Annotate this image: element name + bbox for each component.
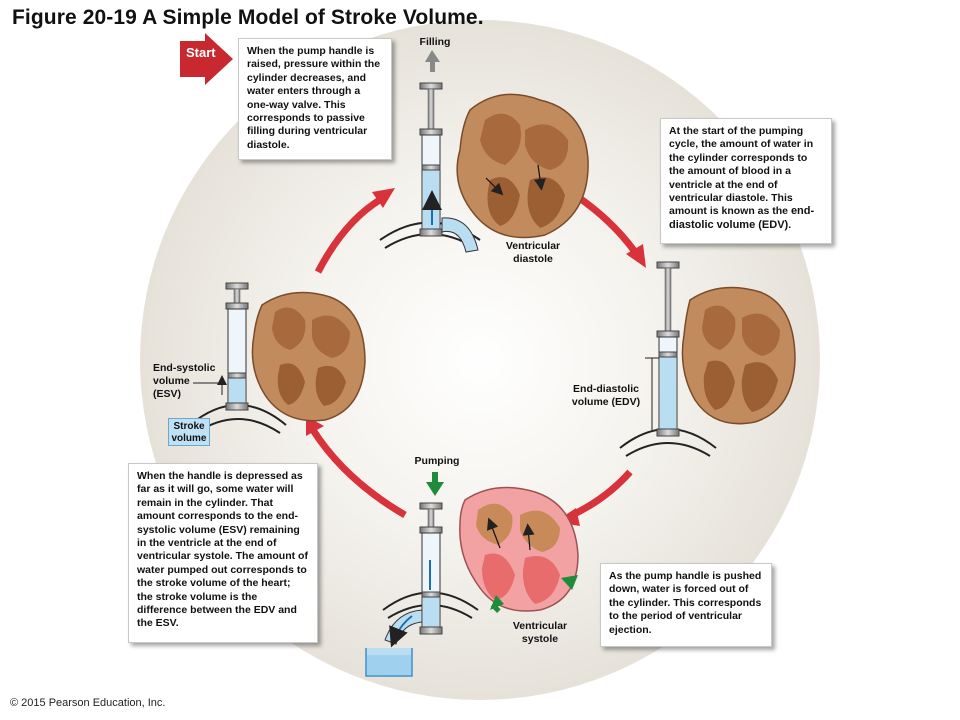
label-filling: Filling [419,36,451,48]
pump-left [189,282,287,434]
heart-systole [459,486,579,612]
start-label: Start [186,45,216,60]
squeeze-arrows [490,575,578,613]
label-ventricular-systole: Ventricular systole [500,620,580,646]
label-edv-line1: End-diastolic [573,383,639,395]
copyright: © 2015 Pearson Education, Inc. [10,697,166,709]
heart-left [251,291,366,422]
callout-esv-term: end-systolic volume (ESV) [137,510,299,536]
label-stroke-line2: volume [171,433,207,444]
label-ventricular-diastole-line1: Ventricular [505,240,561,252]
heart-diastole [456,93,589,239]
label-ventricular-systole-line1: Ventricular [512,620,568,632]
label-edv-line2: volume (EDV) [571,396,641,408]
label-edv: End-diastolic volume (EDV) [562,383,650,409]
heart-right [681,286,796,425]
pump-top [379,82,481,253]
label-stroke-line1: Stroke [173,421,205,432]
callout-esv-text: When the handle is depressed as far as i… [137,470,303,523]
callout-edv-end: . [788,218,792,231]
label-esv-line2: volume [153,375,190,387]
filling-arrow [425,50,440,72]
callout-edv-text: At the start of the pumping cycle, the a… [669,125,814,218]
callout-ejection-text: As the pump handle is pushed down, water… [609,570,762,636]
cycle-arrow-left-top [314,194,385,274]
callout-filling: When the pump handle is raised, pressure… [238,38,392,160]
label-ventricular-diastole: Ventricular diastole [493,240,573,266]
pump-right [619,261,717,457]
label-ventricular-systole-line2: systole [521,633,559,645]
label-esv-line1: End-systolic [153,362,216,374]
label-stroke-volume: Stroke volume [168,418,210,446]
pump-bottom [365,502,479,677]
pumping-arrow [426,472,444,496]
label-esv-line3: (ESV) [153,388,182,400]
callout-esv-rest: remaining in the ventricle at the end of… [137,523,308,630]
label-esv: End-systolic volume (ESV) [153,362,223,401]
callout-esv: When the handle is depressed as far as i… [128,463,318,643]
figure-title: Figure 20-19 A Simple Model of Stroke Vo… [12,6,484,29]
callout-ejection: As the pump handle is pushed down, water… [600,563,772,647]
label-ventricular-diastole-line2: diastole [513,253,553,265]
start-arrow [180,33,233,85]
callout-filling-text: When the pump handle is raised, pressure… [247,45,381,151]
label-pumping: Pumping [414,455,460,467]
callout-edv-term: end-diastolic volume (EDV) [669,205,815,231]
cycle-arrow-left-bottom [310,428,407,519]
callout-edv: At the start of the pumping cycle, the a… [660,118,832,244]
cycle-arrow-right-top [573,192,638,255]
